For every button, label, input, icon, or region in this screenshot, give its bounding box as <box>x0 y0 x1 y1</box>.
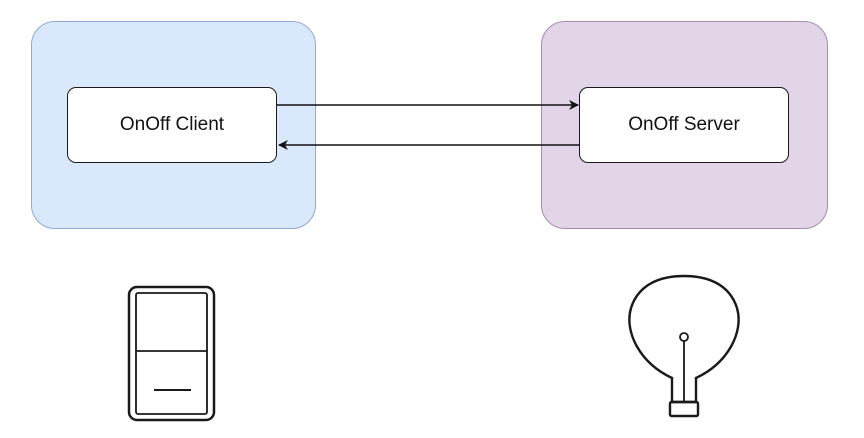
light-switch-icon <box>127 285 216 422</box>
onoff-client-label: OnOff Client <box>119 114 225 135</box>
onoff-client-node[interactable]: OnOff Client <box>67 87 277 163</box>
onoff-server-label: OnOff Server <box>628 114 740 135</box>
onoff-server-node[interactable]: OnOff Server <box>579 87 789 163</box>
light-bulb-icon <box>628 274 740 418</box>
